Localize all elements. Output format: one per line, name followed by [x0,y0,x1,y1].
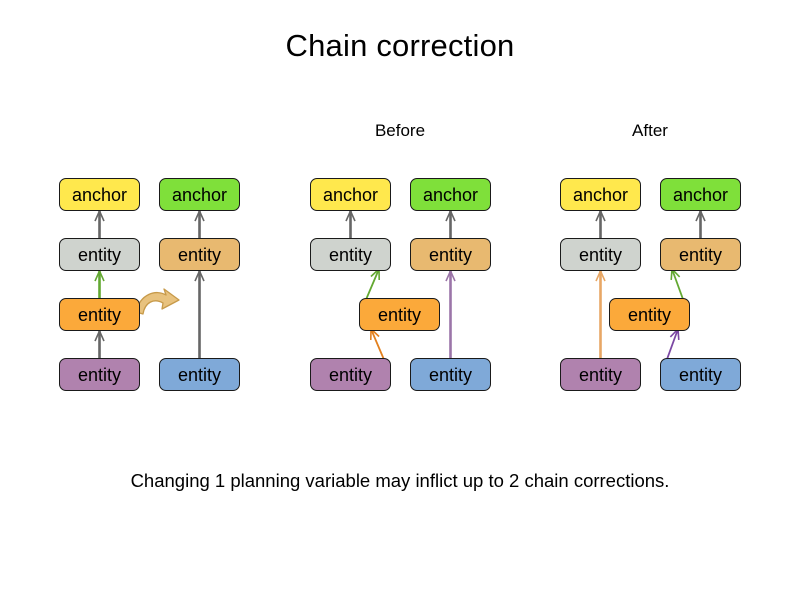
panel-label-before: Before [374,121,426,140]
edge-before-0-head-b [345,210,352,222]
edge-initial-3-head-b [94,330,101,342]
edge-initial-0-head-a [98,210,105,222]
edge-before-1-head-a [449,210,456,222]
node-entity-f-e5: entity [660,358,741,391]
node-label: anchor [672,184,729,205]
node-entity-i-e1: entity [59,238,140,271]
edge-initial-1-head-a [198,210,205,222]
node-entity-b-e4: entity [310,358,391,391]
edge-initial-4-head-a [198,270,205,282]
node-entity-b-e5: entity [410,358,491,391]
node-label: entity [627,304,672,325]
node-anchor-b-a1: anchor [310,178,391,211]
node-label: entity [328,244,373,265]
node-entity-i-e3: entity [59,298,140,331]
edge-after-1-head-b [695,210,702,222]
node-label: entity [578,244,623,265]
node-anchor-f-a2: anchor [660,178,741,211]
node-label: entity [428,364,473,385]
page-title: Chain correction [285,28,515,63]
node-entity-f-e1: entity [560,238,641,271]
node-label: entity [428,244,473,265]
edge-before-4-head-b [445,270,452,282]
node-entity-i-e4: entity [59,358,140,391]
node-label: entity [578,364,623,385]
edge-before-4-head-a [449,270,456,282]
node-anchor-b-a2: anchor [410,178,491,211]
node-entity-i-e5: entity [159,358,240,391]
node-label: anchor [322,184,379,205]
node-entity-b-e3: entity [359,298,440,331]
edge-initial-2-head-a [98,270,105,282]
edge-after-1-head-a [699,210,706,222]
node-anchor-i-a2: anchor [159,178,240,211]
edge-initial-2-head-b [94,270,101,282]
edge-initial-4-head-b [194,270,201,282]
node-entity-b-e2: entity [410,238,491,271]
curved-move-arrow-annotation [135,288,180,315]
node-anchor-f-a1: anchor [560,178,641,211]
node-entity-b-e1: entity [310,238,391,271]
node-entity-f-e2: entity [660,238,741,271]
node-label: entity [328,364,373,385]
curved-move-arrow-icon [135,288,180,315]
caption-text: Changing 1 planning variable may inflict… [130,470,670,491]
node-label: entity [77,244,122,265]
node-entity-f-e4: entity [560,358,641,391]
node-entity-f-e3: entity [609,298,690,331]
edge-before-1-head-b [445,210,452,222]
edge-initial-1-head-b [194,210,201,222]
edge-initial-0-head-b [94,210,101,222]
node-label: anchor [422,184,479,205]
node-label: entity [77,364,122,385]
node-anchor-i-a1: anchor [59,178,140,211]
node-label: anchor [572,184,629,205]
edge-initial-3-head-a [98,330,105,342]
node-label: entity [678,364,723,385]
edge-after-3-head-b [595,270,602,282]
edge-before-0-head-a [349,210,356,222]
node-label: entity [77,304,122,325]
edge-after-3-head-a [599,270,606,282]
node-label: entity [678,244,723,265]
edge-after-0-head-b [595,210,602,222]
edge-after-0-head-a [599,210,606,222]
panel-label-after: After [632,121,668,140]
node-label: anchor [71,184,128,205]
node-label: entity [177,364,222,385]
edges-group [94,210,706,363]
node-label: anchor [171,184,228,205]
node-label: entity [177,244,222,265]
node-entity-i-e2: entity [159,238,240,271]
node-label: entity [377,304,422,325]
